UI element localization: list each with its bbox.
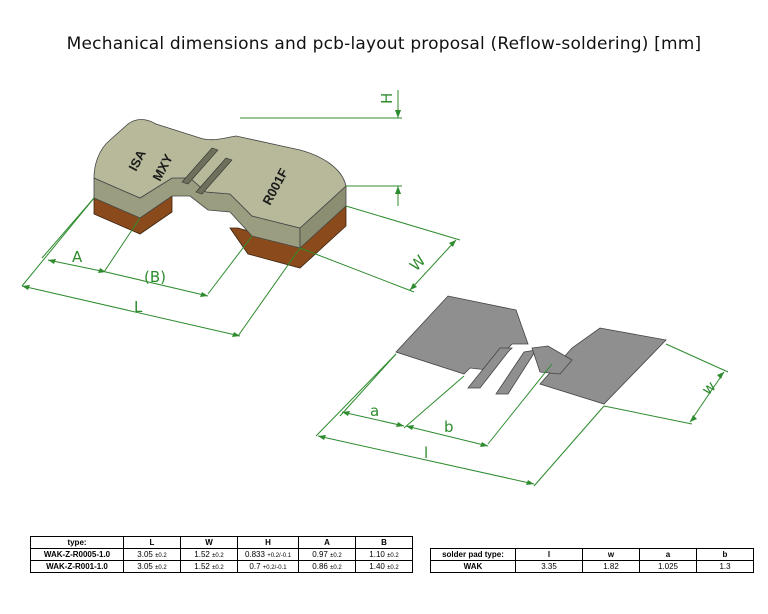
header-B: B (355, 536, 413, 549)
dim-label-H: H (378, 93, 396, 104)
top-slot-2 (195, 157, 233, 195)
cell-B: 1.40 ±0.2 (355, 560, 413, 573)
dim-label-L: L (134, 298, 143, 316)
dim-label-w: w (698, 377, 719, 398)
cell-b: 1.3 (696, 560, 754, 573)
table-row: WAK-Z-R001-1.0 3.05 ±0.2 1.52 ±0.2 0.7 +… (30, 560, 413, 573)
component-3d: ISA MXY R001F (93, 119, 347, 269)
dim-label-A: A (72, 248, 83, 266)
header-pad-type: solder pad type: (430, 548, 516, 561)
cell-W: 1.52 ±0.2 (180, 560, 238, 573)
pad-dimensions (315, 343, 729, 487)
solder-pad-left-finger (467, 347, 513, 389)
cell-type: WAK-Z-R001-1.0 (30, 560, 124, 573)
solder-pad-right-connector (531, 345, 573, 375)
table-row: WAK-Z-R0005-1.0 3.05 ±0.2 1.52 ±0.2 0.83… (30, 548, 413, 561)
cell-L: 3.05 ±0.2 (123, 548, 181, 561)
dim-label-l: l (424, 444, 428, 462)
cell-L: 3.05 ±0.2 (123, 560, 181, 573)
header-w: w (582, 548, 640, 561)
dimensions-table: type: L W H A B WAK-Z-R0005-1.0 3.05 ±0.… (30, 536, 413, 573)
cell-A: 0.97 ±0.2 (298, 548, 356, 561)
solder-pad-table: solder pad type: l w a b WAK 3.35 1.82 1… (430, 548, 754, 573)
dim-label-B: (B) (144, 268, 166, 286)
cell-H: 0.833 +0.2/-0.1 (237, 548, 299, 561)
solder-pad-left (395, 295, 529, 375)
dim-label-a: a (370, 402, 379, 420)
header-a: a (639, 548, 697, 561)
cell-a: 1.025 (639, 560, 697, 573)
component-dimensions (21, 90, 461, 337)
cell-A: 0.86 ±0.2 (298, 560, 356, 573)
pad-dimension-arrows (318, 372, 724, 485)
cell-H: 0.7 +0.2/-0.1 (237, 560, 299, 573)
cell-w: 1.82 (582, 560, 640, 573)
page-title: Mechanical dimensions and pcb-layout pro… (66, 34, 702, 54)
table-header-row: type: L W H A B (30, 536, 413, 549)
cell-l: 3.35 (515, 560, 583, 573)
header-H: H (237, 536, 299, 549)
header-A: A (298, 536, 356, 549)
dim-label-W: W (406, 251, 429, 274)
dim-label-b: b (444, 418, 454, 436)
header-L: L (123, 536, 181, 549)
cell-type: WAK-Z-R0005-1.0 (30, 548, 124, 561)
header-l: l (515, 548, 583, 561)
header-b: b (696, 548, 754, 561)
pad-layout (395, 295, 667, 405)
component-dimension-arrows (22, 110, 456, 337)
solder-pad-right (539, 327, 667, 405)
cell-W: 1.52 ±0.2 (180, 548, 238, 561)
table-row: WAK 3.35 1.82 1.025 1.3 (430, 560, 754, 573)
header-type: type: (30, 536, 124, 549)
cell-B: 1.10 ±0.2 (355, 548, 413, 561)
cell-pad-type: WAK (430, 560, 516, 573)
table-header-row: solder pad type: l w a b (430, 548, 754, 561)
header-W: W (180, 536, 238, 549)
top-slot-1 (181, 147, 219, 185)
